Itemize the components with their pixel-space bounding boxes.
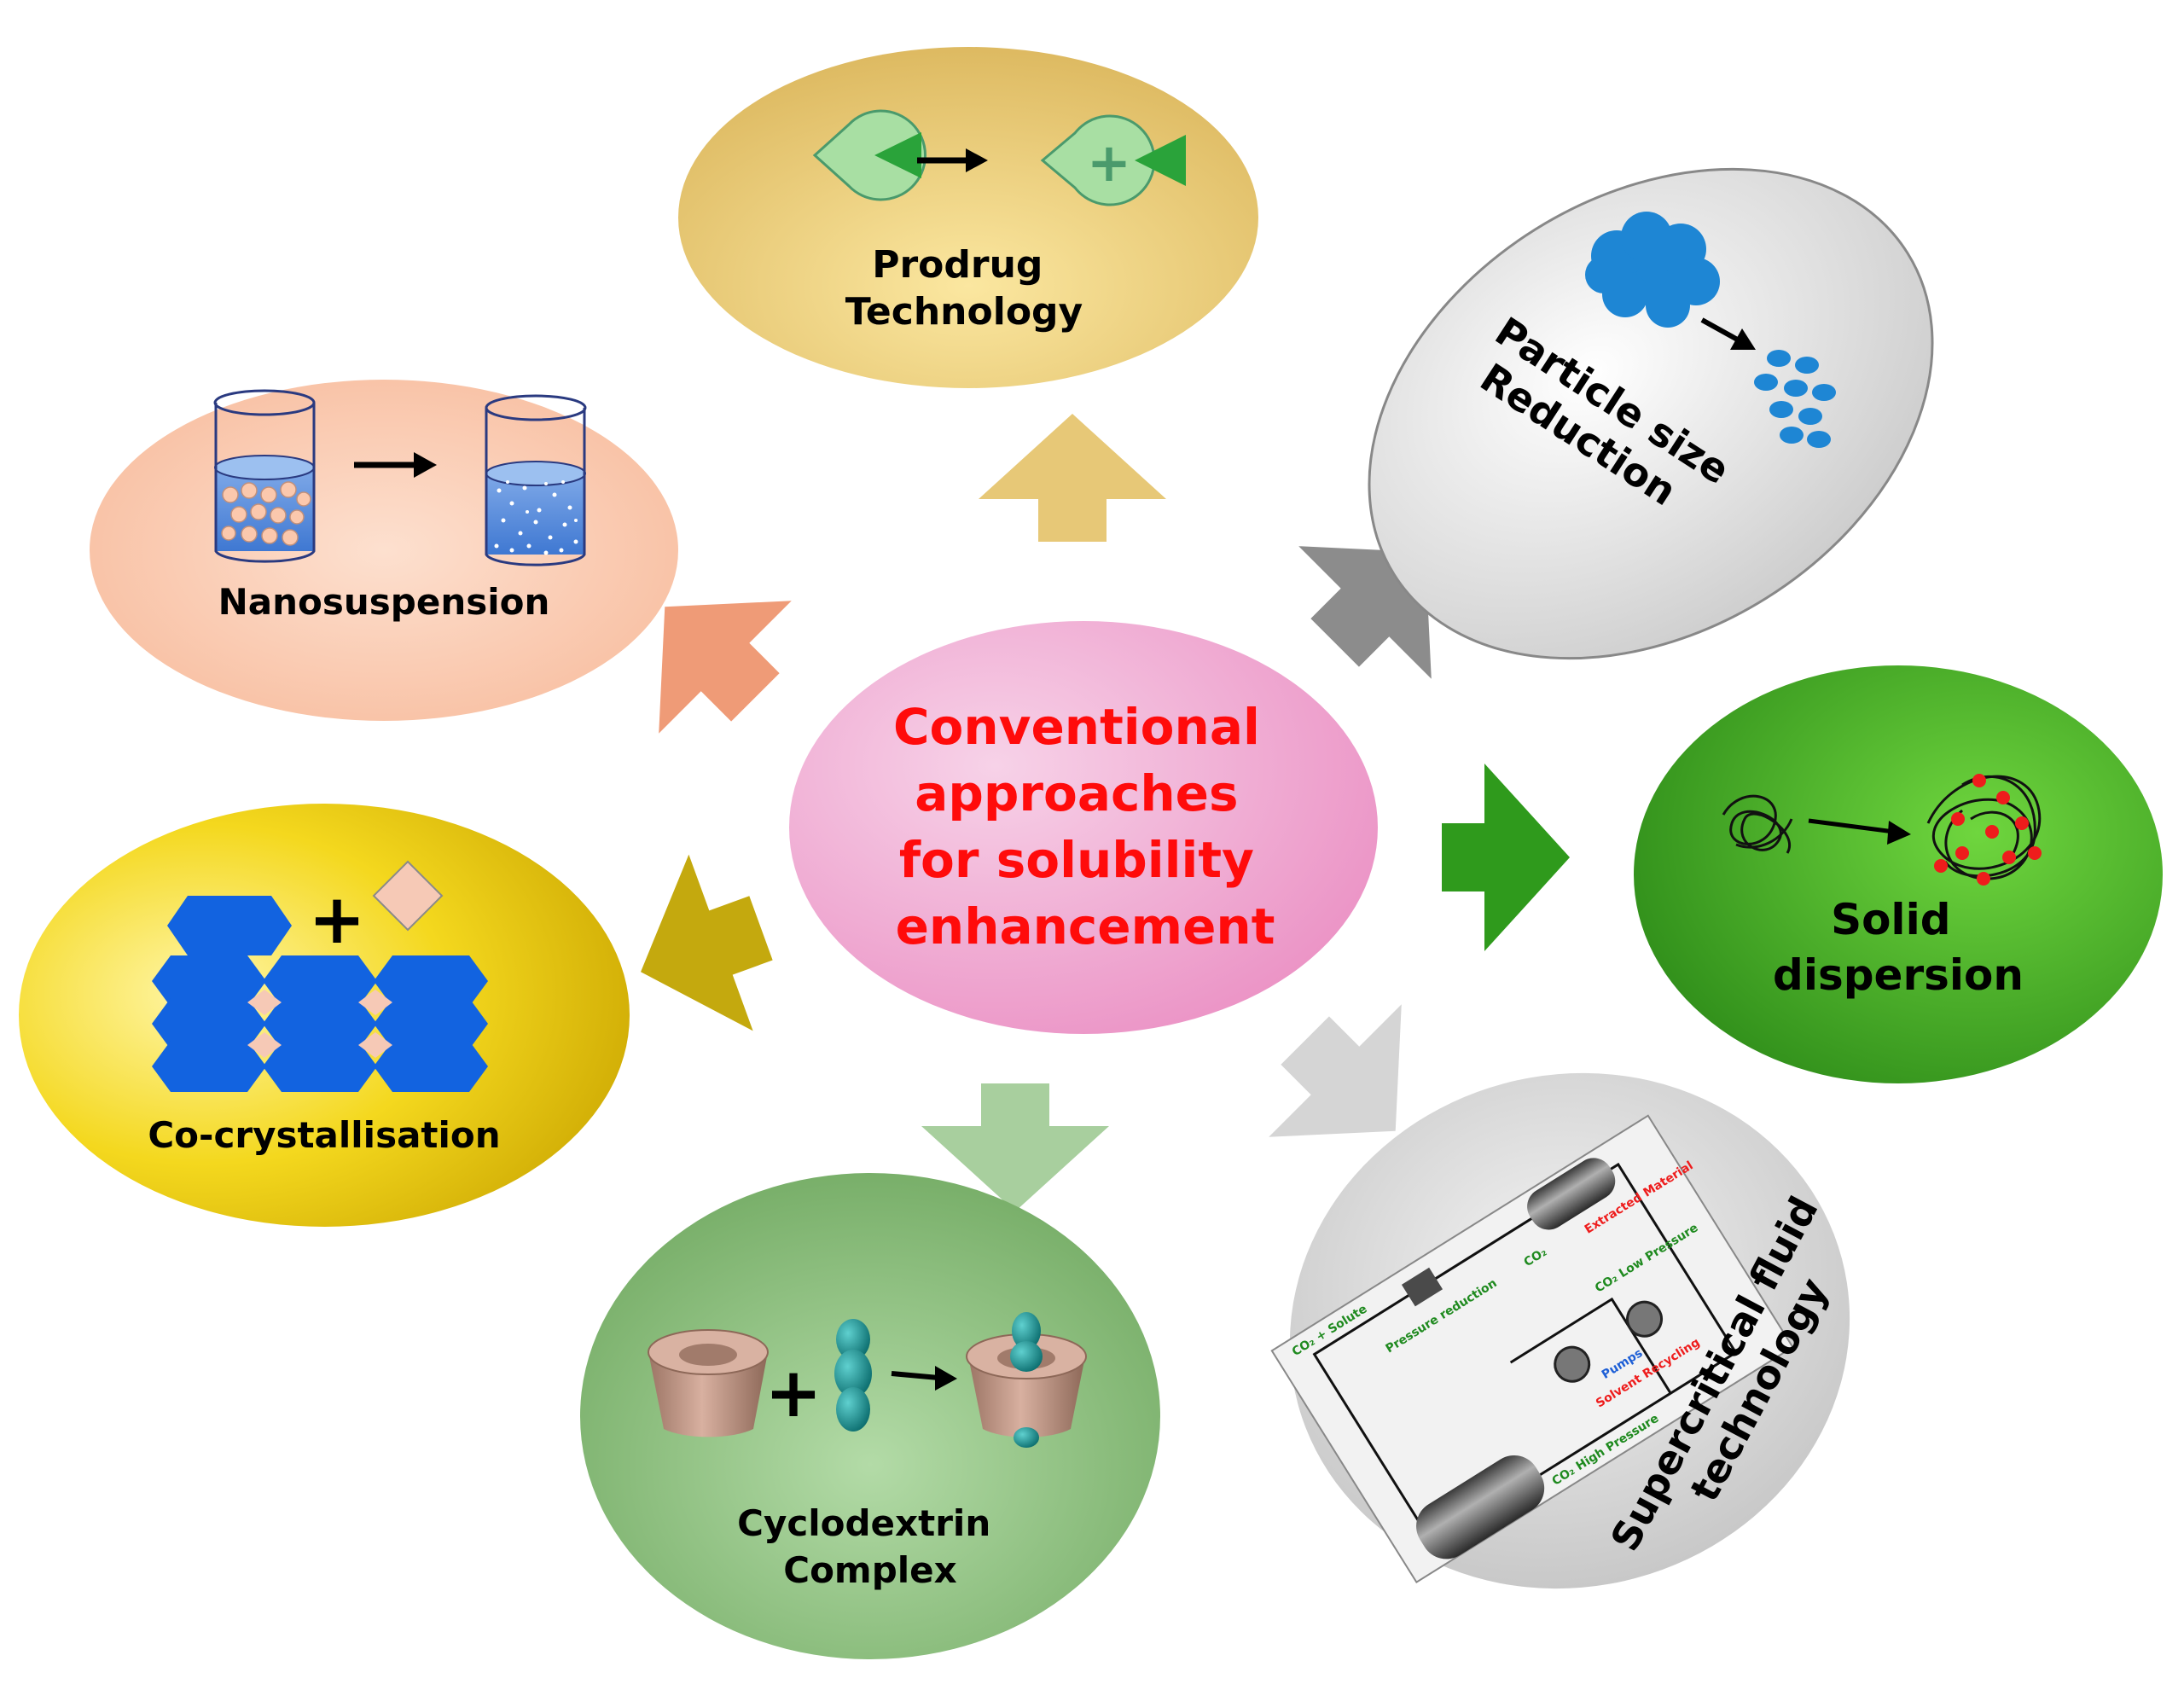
solid-ellipse xyxy=(1634,665,2163,1083)
triangle-icon xyxy=(1135,135,1186,186)
arrow-to-cocrystal xyxy=(641,854,773,1031)
separator-vessel-icon xyxy=(1527,1158,1616,1230)
node-supercritical: CO₂ + Solute Pressure reduction CO₂ Extr… xyxy=(1270,1072,1850,1589)
sfe-schematic: CO₂ + Solute Pressure reduction CO₂ Extr… xyxy=(1270,1114,1794,1584)
hexagon-icon xyxy=(167,896,292,955)
cyclodextrin-illustration: + xyxy=(648,1312,1087,1448)
pressure-valve-icon xyxy=(1401,1267,1443,1307)
cocrystal-illustration: + xyxy=(152,860,488,1092)
solid-illustration xyxy=(1722,774,2042,886)
arrows xyxy=(641,414,1570,1211)
solid-label: Solid dispersion xyxy=(1773,895,2024,1000)
extractor-vessel-icon xyxy=(1416,1455,1545,1559)
plus-icon: + xyxy=(764,1353,822,1432)
particle-ellipse xyxy=(1368,167,1934,660)
arrow-to-supercritical xyxy=(1269,1004,1402,1137)
cyclodextrin-label: Cyclodextrin Complex xyxy=(737,1502,1003,1591)
cocrystal-lattice xyxy=(152,955,488,1092)
pump-icon xyxy=(1554,1345,1591,1383)
node-solid-dispersion: Solid dispersion xyxy=(1634,665,2163,1083)
small-particles-icon xyxy=(1754,350,1836,448)
prodrug-illustration: + xyxy=(812,109,1186,206)
cyclodextrin-ellipse xyxy=(580,1173,1160,1659)
arrow-to-solid xyxy=(1442,764,1570,951)
pump-icon xyxy=(1626,1300,1664,1338)
particle-illustration xyxy=(1585,212,1836,448)
node-prodrug: + Prodrug Technology xyxy=(678,47,1258,388)
arrow-to-prodrug xyxy=(979,414,1166,542)
nanosuspension-illustration xyxy=(213,389,587,566)
diamond-icon xyxy=(372,860,444,932)
nanosuspension-label: Nanosuspension xyxy=(218,581,550,623)
center-ellipse xyxy=(789,621,1378,1034)
large-particle-icon xyxy=(1585,212,1720,328)
inclusion-complex-icon xyxy=(966,1312,1087,1448)
polymer-coil-icon xyxy=(1722,794,1793,854)
plus-icon: + xyxy=(308,880,365,959)
nanosuspension-ellipse xyxy=(90,380,678,721)
arrow-to-cyclodextrin xyxy=(921,1083,1109,1211)
triangle-icon xyxy=(874,132,921,178)
beaker-icon xyxy=(213,389,316,563)
node-cocrystallisation: + Co-crystallisation xyxy=(19,804,630,1227)
node-particle-size: Particle size Reduction xyxy=(1368,167,1934,660)
prodrug-ellipse xyxy=(678,47,1258,388)
cyclodextrin-cup-icon xyxy=(648,1329,769,1437)
node-cyclodextrin: + Cyclodextrin Complex xyxy=(580,1173,1160,1659)
node-nanosuspension: Nanosuspension xyxy=(90,380,678,721)
center-title: Conventional approaches for solubility e… xyxy=(893,698,1277,955)
plus-icon: + xyxy=(1087,131,1131,194)
drug-dots-icon xyxy=(1934,774,2042,886)
beaker-icon xyxy=(485,394,587,566)
drug-molecule-icon xyxy=(834,1319,872,1432)
arrow-to-nanosuspension xyxy=(659,601,792,734)
center-node: Conventional approaches for solubility e… xyxy=(789,621,1378,1034)
prodrug-label: Prodrug Technology xyxy=(845,243,1083,334)
cocrystal-label: Co-crystallisation xyxy=(148,1114,500,1156)
